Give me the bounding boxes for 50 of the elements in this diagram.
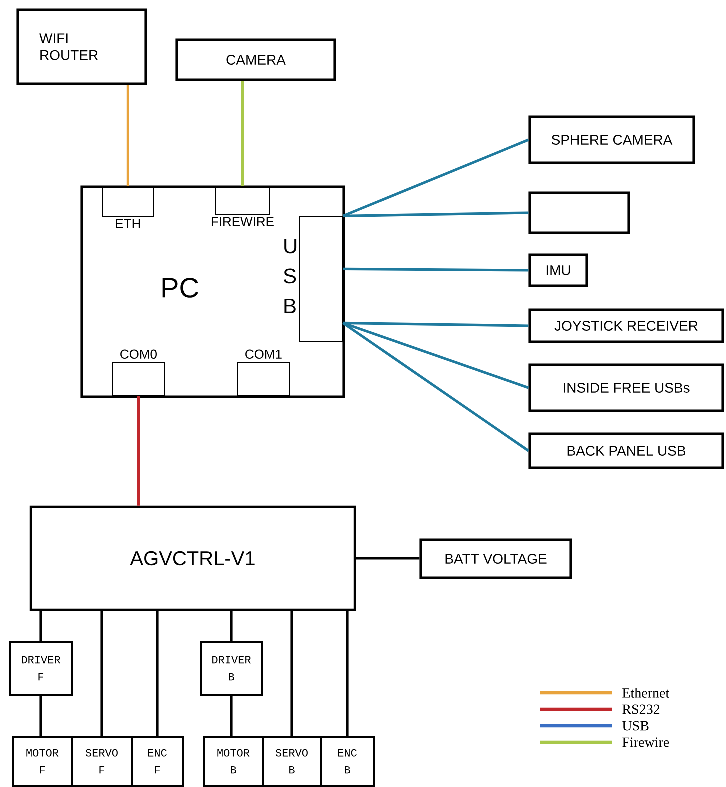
cable-line xyxy=(156,611,159,736)
cable-line xyxy=(230,611,233,641)
cable-line xyxy=(126,85,130,186)
controller-box: AGVCTRL-V1 xyxy=(30,506,356,612)
cable-line xyxy=(241,81,244,186)
node-label: COM0 xyxy=(120,350,157,360)
cable-line xyxy=(343,268,529,272)
cable-line xyxy=(356,557,420,560)
module-box: SERVO F xyxy=(71,736,133,787)
cable-line xyxy=(100,611,104,736)
port-box: U S B xyxy=(284,216,344,342)
device-box: JOYSTICK RECEIVER xyxy=(528,308,724,344)
module-box: MOTOR F xyxy=(12,736,73,787)
node-label: FIREWIRE xyxy=(212,217,274,226)
legend-text: Firewire xyxy=(622,738,670,748)
device-box: BATT VOLTAGE xyxy=(420,538,572,580)
cable-line xyxy=(343,322,529,328)
port-box: ETH xyxy=(102,186,154,228)
cable-line xyxy=(230,696,233,736)
module-box: DRIVER B xyxy=(200,641,263,696)
cable-line xyxy=(342,138,530,218)
cable-line xyxy=(346,611,349,736)
module-box: SERVO B xyxy=(262,736,322,787)
cable-line xyxy=(40,696,42,736)
node-label: ETH xyxy=(116,219,140,228)
cable-line xyxy=(137,396,140,506)
port-box: FIREWIRE xyxy=(212,186,274,226)
port-box: COM0 xyxy=(112,350,166,396)
device-box: WIFI ROUTER xyxy=(16,8,148,86)
cable-line xyxy=(343,212,529,218)
cable-line xyxy=(290,611,294,736)
device-box: CAMERA xyxy=(176,38,336,82)
module-box: DRIVER F xyxy=(9,641,73,696)
cable-line xyxy=(342,322,530,390)
module-box: ENC B xyxy=(320,736,375,787)
legend-text: RS232 xyxy=(622,704,660,714)
device-box xyxy=(528,192,630,234)
module-box: ENC F xyxy=(131,736,184,787)
device-box: SPHERE CAMERA xyxy=(528,116,696,164)
cable-line xyxy=(342,322,530,452)
cable-line xyxy=(40,611,42,641)
module-box: MOTOR B xyxy=(203,736,264,787)
legend-text: Ethernet xyxy=(622,688,670,698)
node-label: COM1 xyxy=(246,350,282,360)
device-box: IMU xyxy=(528,254,588,288)
device-box: BACK PANEL USB xyxy=(528,432,724,470)
device-box: INSIDE FREE USBs xyxy=(528,364,724,412)
port-box: COM1 xyxy=(237,350,290,396)
legend-text: USB xyxy=(622,721,649,731)
node-label: U S B xyxy=(284,238,297,314)
